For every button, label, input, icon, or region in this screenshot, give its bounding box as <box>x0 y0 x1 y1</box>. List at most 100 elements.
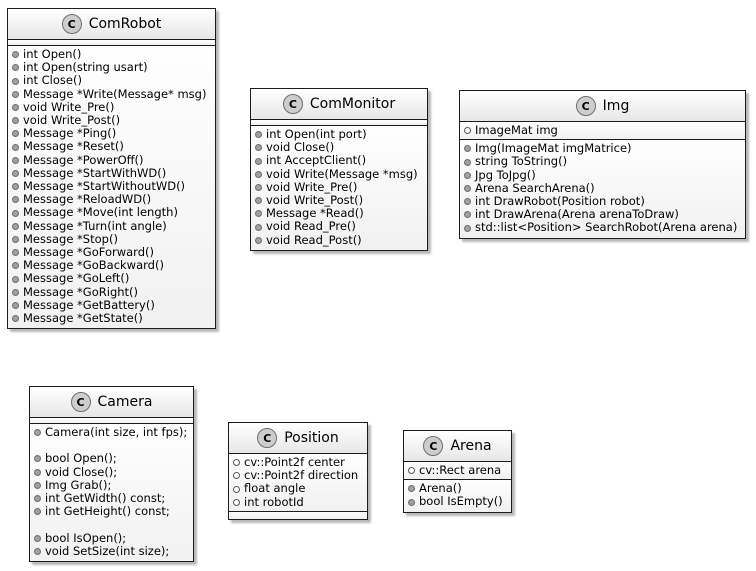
method-text: Message *Move(int length) <box>23 205 178 220</box>
method-text: Message *Reset() <box>23 139 124 154</box>
method-visibility-icon <box>464 145 471 153</box>
method-text: Arena() <box>419 481 462 496</box>
field-visibility-icon <box>233 485 240 493</box>
method-row: int Open(int port) <box>251 127 427 141</box>
class-header: C ComMonitor <box>251 89 427 120</box>
method-text: Message *GetState() <box>23 311 143 326</box>
method-row: Message *Move(int length) <box>8 206 215 219</box>
method-text: Message *GoLeft() <box>23 271 130 286</box>
method-row: Message *Write(Message* msg) <box>8 86 215 101</box>
method-visibility-icon <box>12 77 19 85</box>
method-text: bool IsEmpty() <box>419 494 503 509</box>
method-row: void Write_Pre() <box>251 179 427 194</box>
method-visibility-icon <box>464 224 471 232</box>
field-visibility-icon <box>464 127 471 135</box>
method-text: Message *Write(Message* msg) <box>23 86 207 101</box>
class-box-comrobot: C ComRobot int Open() int Open(string us… <box>7 8 216 330</box>
method-visibility-icon <box>12 275 19 283</box>
method-text: int Open(string usart) <box>23 60 148 75</box>
method-text: Message *Stop() <box>23 231 118 246</box>
method-text: Message *StartWithoutWD() <box>23 179 186 194</box>
method-row: Message *StartWithWD() <box>8 165 215 180</box>
method-visibility-icon <box>12 117 19 125</box>
method-text: Arena SearchArena() <box>475 180 595 195</box>
method-text: void Write_Post() <box>266 193 364 208</box>
method-text: void Write_Pre() <box>266 179 358 194</box>
method-visibility-icon <box>34 508 41 516</box>
class-box-commonitor: C ComMonitor int Open(int port) void Clo… <box>250 88 428 251</box>
method-text: Message *GoForward() <box>23 245 154 260</box>
method-row: Message *Stop() <box>8 231 215 246</box>
class-box-position: C Position cv::Point2f center cv::Point2… <box>228 422 368 520</box>
method-visibility-icon <box>255 183 262 191</box>
fields-compartment: ImageMat img <box>460 122 745 141</box>
method-row: Message *Ping() <box>8 127 215 140</box>
method-row: int Close() <box>8 74 215 87</box>
method-row: Arena() <box>404 482 511 495</box>
method-visibility-icon <box>12 64 19 72</box>
methods-compartment: int Open(int port) void Close() int Acce… <box>251 126 427 250</box>
method-row: void Read_Post() <box>251 233 427 247</box>
method-visibility-icon <box>12 143 19 151</box>
method-row: int AcceptClient() <box>251 154 427 167</box>
class-icon: C <box>575 96 596 116</box>
blank-row <box>30 518 193 531</box>
method-row: Camera(int size, int fps); <box>30 425 193 439</box>
method-row: Img(ImageMat imgMatrice) <box>460 142 745 155</box>
method-text: void Close(); <box>45 464 118 479</box>
field-row: cv::Point2f direction <box>229 469 367 482</box>
method-row: void Read_Pre() <box>251 220 427 233</box>
class-title: ComRobot <box>88 16 162 32</box>
class-header: C Arena <box>404 431 511 462</box>
method-text: int Open(int port) <box>266 127 367 141</box>
method-row: void Close() <box>251 141 427 154</box>
method-visibility-icon <box>34 429 41 437</box>
method-row: int GetWidth() const; <box>30 491 193 505</box>
method-text: int GetHeight() const; <box>45 504 170 519</box>
method-visibility-icon <box>12 315 19 323</box>
method-row: void Close(); <box>30 464 193 479</box>
method-text: void SetSize(int size); <box>45 543 170 558</box>
method-visibility-icon <box>12 301 19 309</box>
field-row: int robotId <box>229 495 367 509</box>
method-row: Arena SearchArena() <box>460 180 745 195</box>
field-text: cv::Point2f center <box>244 455 345 469</box>
class-title: Position <box>284 430 339 446</box>
class-title: Camera <box>97 394 153 410</box>
fields-compartment <box>30 418 193 424</box>
class-icon: C <box>61 14 82 34</box>
field-row: ImageMat img <box>460 123 745 137</box>
method-visibility-icon <box>255 144 262 152</box>
method-visibility-icon <box>464 198 471 206</box>
method-visibility-icon <box>464 171 471 179</box>
method-row: Message *GoBackward() <box>8 259 215 272</box>
method-row: bool IsEmpty() <box>404 495 511 508</box>
method-visibility-icon <box>255 157 262 165</box>
method-text: Message *StartWithWD() <box>23 165 167 180</box>
method-visibility-icon <box>12 103 19 111</box>
field-text: cv::Rect arena <box>419 463 502 477</box>
method-visibility-icon <box>12 249 19 257</box>
methods-compartment: Camera(int size, int fps); bool Open(); … <box>30 424 193 561</box>
method-text: void Write_Pre() <box>23 99 115 114</box>
class-title: Arena <box>450 438 492 454</box>
method-text: int GetWidth() const; <box>45 491 166 505</box>
field-row: cv::Point2f center <box>229 455 367 469</box>
methods-compartment: Img(ImageMat imgMatrice) string ToString… <box>460 140 745 238</box>
method-text: int Close() <box>23 73 82 88</box>
method-row: void SetSize(int size); <box>30 543 193 558</box>
method-visibility-icon <box>12 209 19 217</box>
class-box-camera: C Camera Camera(int size, int fps); bool… <box>29 386 194 562</box>
method-text: bool IsOpen(); <box>45 530 127 545</box>
fields-compartment: cv::Rect arena <box>404 462 511 481</box>
field-visibility-icon <box>408 467 415 475</box>
method-visibility-icon <box>34 455 41 463</box>
method-text: Message *Ping() <box>23 126 117 141</box>
method-row: Message *GoRight() <box>8 285 215 299</box>
method-visibility-icon <box>464 211 471 219</box>
method-visibility-icon <box>255 223 262 231</box>
class-box-arena: C Arena cv::Rect arena Arena() bool IsEm… <box>403 430 512 513</box>
method-row: Jpg ToJpg() <box>460 168 745 182</box>
fields-compartment <box>8 40 215 46</box>
method-row: Message *GoLeft() <box>8 272 215 285</box>
